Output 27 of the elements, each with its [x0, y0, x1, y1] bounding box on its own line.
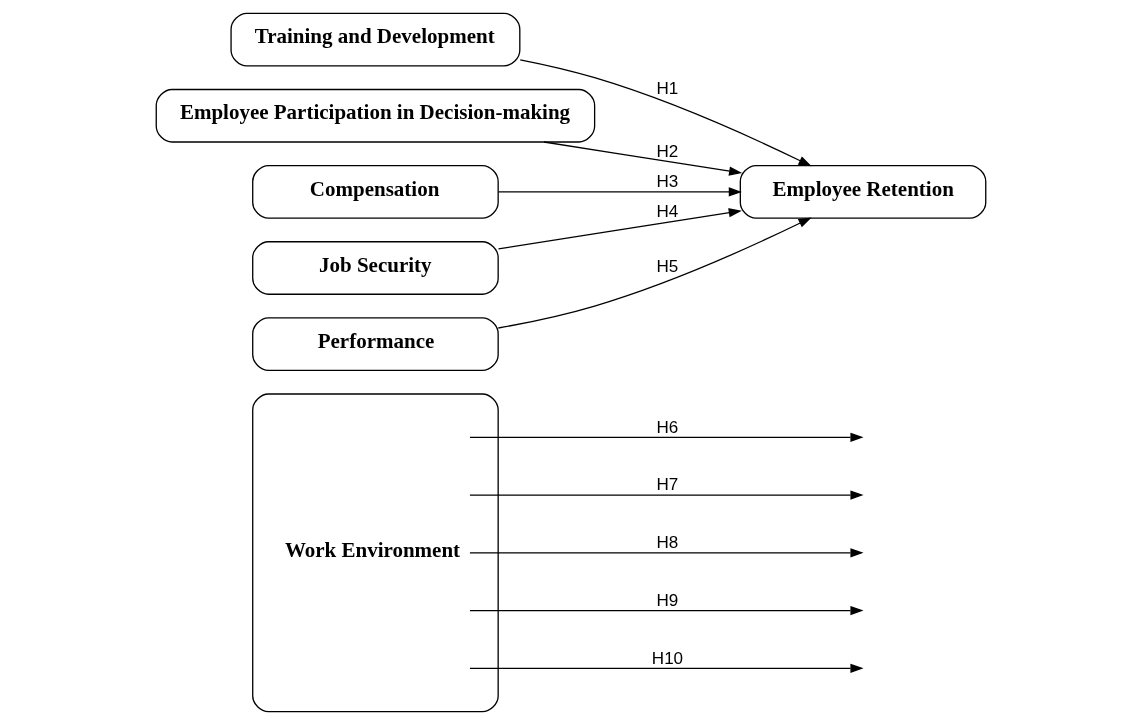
edge-label: H6: [656, 417, 679, 437]
arrow: [469, 490, 864, 500]
arrow: [469, 663, 864, 673]
arrow: [497, 217, 812, 329]
edge-label: H1: [656, 78, 679, 98]
edge-label: H3: [656, 172, 679, 192]
edge-label: H2: [656, 141, 679, 161]
node-box: Work Environment: [252, 393, 499, 713]
node-box: Performance: [252, 317, 499, 372]
arrow: [497, 187, 742, 197]
arrow: [469, 605, 864, 616]
edge-label: H8: [656, 533, 679, 553]
node-box: Training and Development: [230, 12, 521, 67]
arrow: [497, 208, 742, 250]
node-box: Compensation: [252, 164, 499, 219]
edge-label: H5: [656, 257, 679, 277]
arrow: [519, 59, 812, 167]
edge-label: H10: [651, 648, 684, 668]
edge-label: H4: [656, 202, 679, 222]
edge-label: H7: [656, 475, 679, 495]
arrow: [469, 548, 864, 558]
edge-label: H9: [656, 590, 679, 610]
node-box: Job Security: [252, 241, 499, 295]
node-box: Employee Retention: [739, 164, 987, 219]
arrow: [543, 141, 743, 176]
arrow: [469, 432, 864, 442]
node-box: Employee Participation in Decision-making: [155, 88, 596, 143]
